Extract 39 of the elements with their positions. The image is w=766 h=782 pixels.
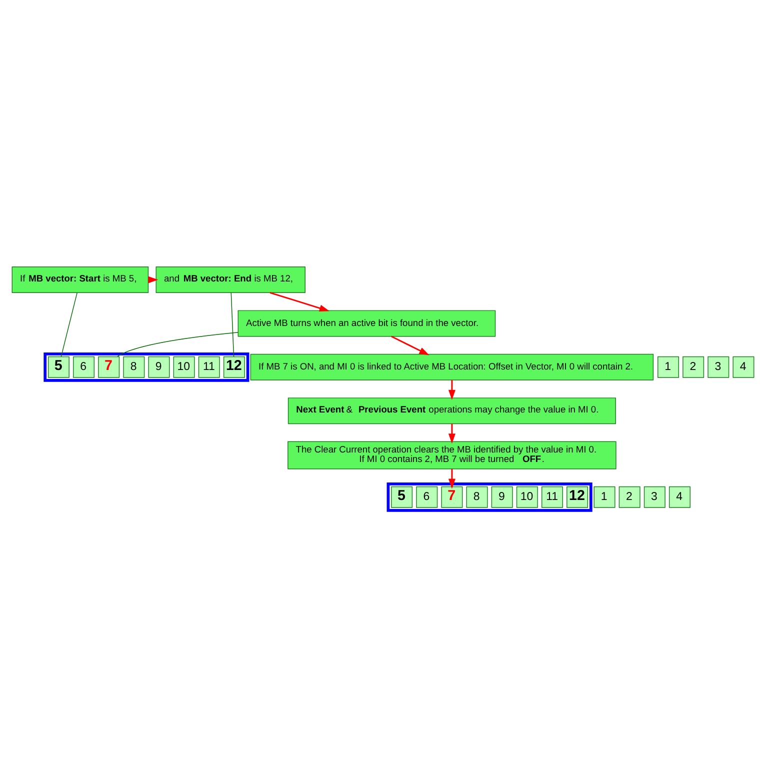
arrow bbox=[448, 468, 456, 488]
node-box: 8 bbox=[466, 486, 488, 508]
node-box: The Clear Current operation clears the MB identified by the value in MI 0. If MI 0 contains 2, MB 7 will be turned OFF. bbox=[288, 440, 616, 469]
arrow bbox=[448, 423, 456, 444]
node-box: 6 bbox=[416, 486, 438, 508]
node-box: Active MB turns when an active bit is found in the vector. bbox=[238, 310, 496, 336]
node-box: 5 bbox=[48, 356, 70, 378]
node-box: Next Event & Previous Event operations may change the value in MI 0. bbox=[288, 397, 616, 424]
node-box: 3 bbox=[644, 486, 666, 508]
cluster bbox=[44, 352, 250, 382]
node-box: 6 bbox=[73, 356, 95, 378]
arrow bbox=[448, 380, 456, 400]
node-box: 5 bbox=[391, 486, 413, 508]
node-box: 1 bbox=[658, 356, 679, 378]
node-box: 9 bbox=[148, 356, 170, 378]
node-box: 12 bbox=[566, 486, 588, 508]
node-box: 10 bbox=[516, 486, 538, 508]
node-box: 4 bbox=[732, 356, 754, 378]
node-box: 7 bbox=[441, 486, 463, 508]
connector bbox=[60, 292, 78, 356]
node-box: 12 bbox=[223, 356, 245, 378]
node-box: 10 bbox=[173, 356, 195, 378]
node-box: If MB 7 is ON, and MI 0 is linked to Active MB Location: Offset in Vector, MI 0 will contain 2. bbox=[250, 353, 654, 380]
node-box: 11 bbox=[541, 486, 563, 508]
arrow bbox=[270, 292, 330, 312]
connector bbox=[117, 332, 238, 356]
cluster bbox=[386, 482, 592, 512]
node-box: 8 bbox=[123, 356, 145, 378]
node-box: 3 bbox=[708, 356, 730, 378]
node-box: and MB vector: End is MB 12, bbox=[156, 266, 306, 292]
node-box: 2 bbox=[618, 486, 640, 508]
node-box: 2 bbox=[682, 356, 704, 378]
node-box: 4 bbox=[668, 486, 690, 508]
node-box: 9 bbox=[491, 486, 513, 508]
node-box: 11 bbox=[198, 356, 220, 378]
node-box: 7 bbox=[98, 356, 120, 378]
node-box: 1 bbox=[594, 486, 616, 508]
connector bbox=[230, 292, 234, 356]
arrow bbox=[391, 335, 430, 355]
